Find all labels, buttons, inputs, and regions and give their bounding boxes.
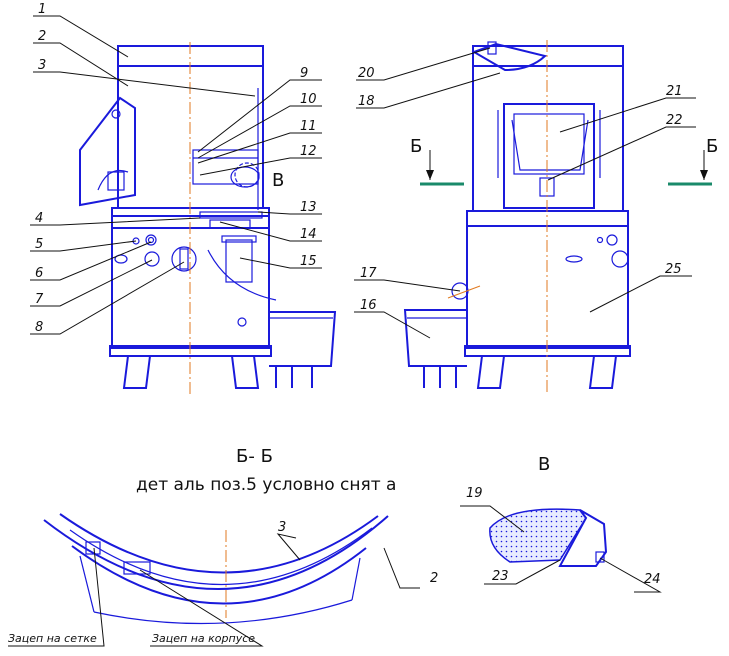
label-8: 8	[35, 320, 43, 335]
note-hook-mesh: Зацеп на сетке	[8, 632, 97, 645]
basket	[192, 149, 259, 185]
detail-label-23: 23	[492, 569, 509, 584]
detail-title: В	[538, 454, 550, 475]
label-15: 15	[300, 254, 317, 269]
label-numbers-left: 1 2 3 9 10 11 12 13 14 15 4 5 6 7 8 В	[35, 2, 317, 335]
label-6: 6	[35, 266, 43, 281]
note-hook-body: Зацеп на корпусе	[152, 632, 255, 645]
label-3: 3	[38, 58, 46, 73]
label-18: 18	[358, 94, 375, 109]
label-numbers-right: 20 18 21 22 25 17 16 Б Б	[358, 66, 718, 313]
front-view	[79, 42, 337, 396]
label-11: 11	[300, 119, 317, 134]
detail-view: В 19 23 24	[460, 454, 662, 593]
label-5: 5	[35, 237, 43, 252]
label-1: 1	[38, 2, 46, 17]
label-14: 14	[300, 227, 317, 242]
label-4: 4	[35, 211, 43, 226]
section-label-2: 2	[430, 571, 438, 586]
section-view: Б- Б дет аль поз.5 условно снят а 3 2 За…	[8, 446, 438, 647]
label-21: 21	[666, 84, 683, 99]
label-9: 9	[300, 66, 308, 81]
section-mark-left: Б	[410, 136, 422, 157]
detail-label-24: 24	[644, 572, 661, 587]
section-mark-right: Б	[706, 136, 718, 157]
label-17: 17	[360, 266, 377, 281]
detail-label-19: 19	[466, 486, 483, 501]
label-10: 10	[300, 92, 317, 107]
leaders-left	[30, 15, 322, 335]
lid-handle	[471, 42, 548, 72]
label-12: 12	[300, 144, 317, 159]
label-2: 2	[38, 29, 46, 44]
section-outer-arc	[43, 515, 389, 590]
label-25: 25	[665, 262, 682, 277]
section-title: Б- Б	[236, 446, 273, 467]
label-22: 22	[666, 113, 683, 128]
leaders-right	[354, 47, 696, 339]
side-view	[403, 40, 712, 394]
section-note: дет аль поз.5 условно снят а	[136, 475, 396, 495]
label-16: 16	[360, 298, 377, 313]
drum-window	[503, 103, 595, 209]
section-label-3: 3	[278, 520, 286, 535]
control-knob	[171, 246, 197, 272]
label-7: 7	[35, 292, 44, 307]
label-13: 13	[300, 200, 317, 215]
label-20: 20	[358, 66, 375, 81]
open-lid	[79, 96, 136, 207]
detail-marker-v: В	[272, 170, 284, 191]
